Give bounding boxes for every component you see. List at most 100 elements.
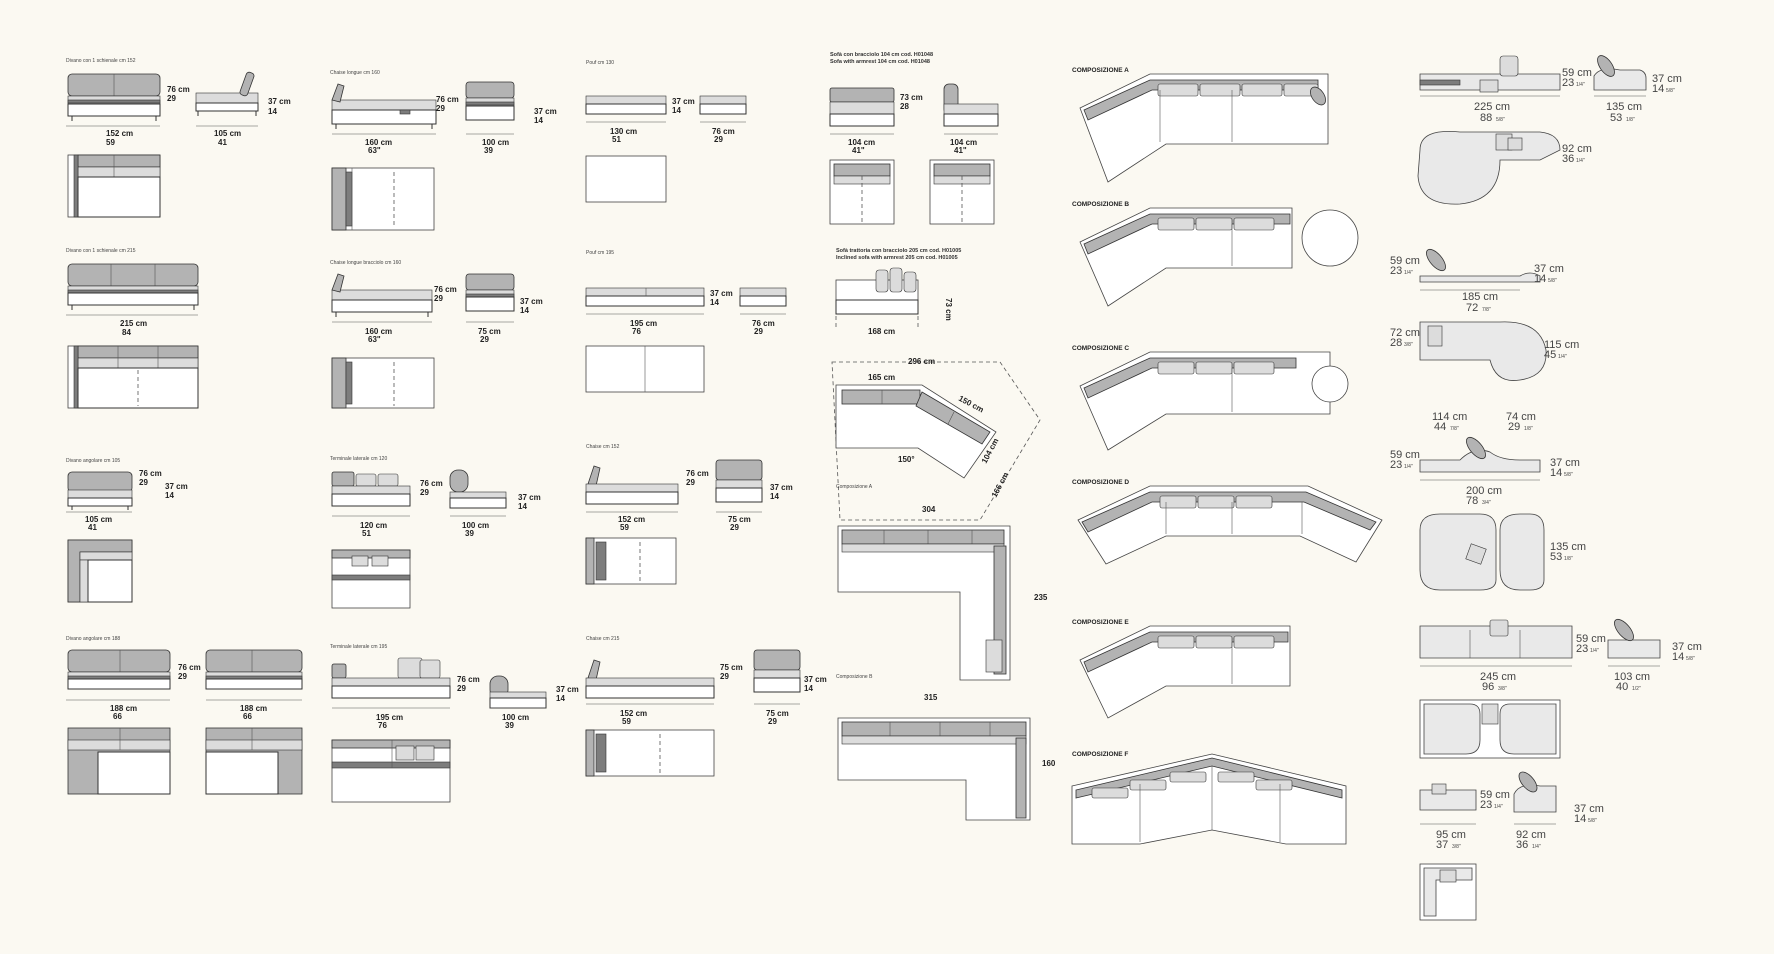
dim-h76-c-inch: 29 xyxy=(178,672,187,681)
dim-h76-e: 76 cm xyxy=(434,285,457,294)
corner-105-front-view xyxy=(67,471,133,510)
dim-75-b-inch: 29 xyxy=(730,523,739,532)
dim-h76-f: 76 cm xyxy=(420,479,443,488)
dim-75-b: 75 cm xyxy=(728,515,751,524)
right-245-plan xyxy=(1419,699,1561,759)
dim-h37-g: 37 cm xyxy=(556,685,579,694)
pouf-195-plan xyxy=(585,345,705,393)
module-corner-105: Divano angolare cm 105 76 cm 29 37 cm 14… xyxy=(66,458,188,603)
dim-h76-g: 76 cm xyxy=(457,675,480,684)
r-92f-b: 1/4" xyxy=(1532,844,1541,850)
dim-100-c: 100 cm xyxy=(502,713,529,722)
corner-188-plan-right xyxy=(205,727,303,795)
module-composition-small-b: Composizione B 315 160 xyxy=(836,674,1056,821)
r-59in-d: 23 xyxy=(1576,643,1588,655)
r-114f: 7/8" xyxy=(1450,426,1459,432)
r-37in-a: 14 xyxy=(1652,83,1664,95)
dim-104-a: 104 cm xyxy=(848,138,875,147)
lateral-120-side xyxy=(449,469,507,509)
module-corner-188: Divano angolare cm 188 76 cm 29 188 cm 6… xyxy=(66,636,303,795)
caption-small-comp-a: Composizione A xyxy=(836,484,873,490)
module-inclined-sofa-205: Sofà trattoria con bracciolo 205 cm cod.… xyxy=(835,248,961,336)
dim-100-c-inch: 39 xyxy=(505,721,514,730)
caption-sofa-215: Divano con 1 schienale cm 215 xyxy=(66,248,136,254)
dim-h37-d-inch: 14 xyxy=(534,116,543,125)
module-corner-plan-296: 296 cm 165 cm 150 cm 150° 104 cm 166 cm xyxy=(831,357,1041,521)
inclined-205-front xyxy=(835,267,919,330)
dim-75-a: 75 cm xyxy=(478,327,501,336)
composition-b: COMPOSIZIONE B xyxy=(1072,201,1359,307)
dim-195-a: 195 cm xyxy=(376,713,403,722)
r-225cm: 225 cm xyxy=(1474,101,1510,113)
comp-d-title: COMPOSIZIONE D xyxy=(1072,479,1129,486)
r-135f-b: 1/8" xyxy=(1564,556,1573,562)
r-72f: 3/8" xyxy=(1404,342,1413,348)
dim-h76-inch: 29 xyxy=(167,94,176,103)
module-right-185: 59 cm 23 1/4" 37 cm 14 5/8" 185 cm 72 7/… xyxy=(1390,248,1579,381)
r-72cm: 72 cm xyxy=(1390,327,1420,339)
chaise-215-front xyxy=(585,659,715,699)
r-200in: 78 xyxy=(1466,495,1478,507)
r-59cm-b: 59 cm xyxy=(1390,255,1420,267)
dim-235: 235 xyxy=(1034,593,1048,602)
r-59f-a: 1/4" xyxy=(1576,82,1585,88)
dim-130-a: 130 cm xyxy=(610,127,637,136)
r-92cm-a: 92 cm xyxy=(1562,143,1592,155)
armrest-104-plan-b xyxy=(929,159,995,225)
dim-h37-i: 37 cm xyxy=(710,289,733,298)
r-37in-b: 14 xyxy=(1534,273,1546,285)
caption-chaise-arm-160: Chaise longue bracciolo cm 160 xyxy=(330,260,401,266)
module-chaise-152: Chaise cm 152 76 cm 29 37 cm 14 152 cm 5… xyxy=(585,444,793,585)
dim-h76-e-inch: 29 xyxy=(434,294,443,303)
chaise-152-side xyxy=(715,459,763,503)
dim-195-b-inch: 76 xyxy=(632,327,641,336)
dim-215-inch: 84 xyxy=(122,328,131,337)
dim-105-label: 105 cm xyxy=(214,129,241,138)
dim-152-b: 152 cm xyxy=(618,515,645,524)
r-200cm: 200 cm xyxy=(1466,485,1502,497)
r-103f: 1/2" xyxy=(1632,686,1641,692)
dim-h76-j-inch: 29 xyxy=(686,478,695,487)
dim-h37-b: 37 cm xyxy=(165,482,188,491)
r-59cm-e: 59 cm xyxy=(1480,789,1510,801)
dim-160-a: 160 cm xyxy=(365,138,392,147)
dim-105-b-inch: 41 xyxy=(88,523,97,532)
chaise-160-side-view xyxy=(465,81,515,121)
dim-120-a: 120 cm xyxy=(360,521,387,530)
module-right-95: 59 cm 23 1/4" 37 cm 14 5/8" 95 cm 37 3/8… xyxy=(1419,771,1604,921)
dim-168: 168 cm xyxy=(868,327,895,336)
angle-150: 150° xyxy=(898,455,915,464)
dim-188-b: 188 cm xyxy=(240,704,267,713)
dim-h37-f: 37 cm xyxy=(518,493,541,502)
lateral-195-side xyxy=(489,675,547,709)
corner-188-front-right xyxy=(205,649,303,690)
r-95f: 3/8" xyxy=(1452,844,1461,850)
dim-h76-d-inch: 29 xyxy=(436,104,445,113)
r-37f-c: 5/8" xyxy=(1564,472,1573,478)
dim-152-inch: 59 xyxy=(106,138,115,147)
chaise-arm-160-front xyxy=(331,273,433,317)
caption-pouf-195: Pouf cm 195 xyxy=(586,250,614,256)
r-37cm-e: 37 cm xyxy=(1574,803,1604,815)
r-59in-a: 23 xyxy=(1562,77,1574,89)
dim-105-inch: 41 xyxy=(218,138,227,147)
sofa-215-plan-view xyxy=(67,345,199,409)
dim-160-b-inch: 63" xyxy=(368,335,381,344)
caption-armrest-104-it: Sofà con bracciolo 104 cm cod. H01048 xyxy=(830,52,933,58)
r-59f-c: 1/4" xyxy=(1404,464,1413,470)
dim-195-b: 195 cm xyxy=(630,319,657,328)
chaise-arm-160-plan xyxy=(331,357,435,409)
dim-75-a-inch: 29 xyxy=(480,335,489,344)
dim-76-b-inch: 29 xyxy=(754,327,763,336)
dim-h75-k-inch: 29 xyxy=(720,672,729,681)
r-37in-d: 14 xyxy=(1672,651,1684,663)
chaise-215-side xyxy=(753,649,801,693)
caption-small-comp-b: Composizione B xyxy=(836,674,873,680)
corner-plan-296-shape xyxy=(835,384,997,479)
dim-105-b: 105 cm xyxy=(85,515,112,524)
dim-h76-j: 76 cm xyxy=(686,469,709,478)
dim-100-a-inch: 39 xyxy=(484,146,493,155)
dim-h37-k: 37 cm xyxy=(804,675,827,684)
dim-160-b: 160 cm xyxy=(365,327,392,336)
dim-h76-label: 76 cm xyxy=(167,85,190,94)
